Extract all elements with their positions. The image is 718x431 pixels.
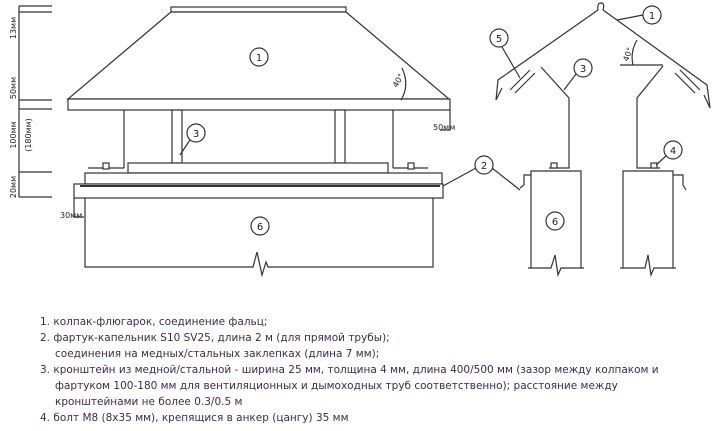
front-elevation: 50мм 30мм 40° 1 3 6 2 [60,6,521,278]
svg-text:1: 1 [649,11,655,22]
callout-1 [249,47,269,67]
dim-top: 13мм [9,17,18,39]
dimension-chain: 13мм 50мм 100мм (180мм) 20мм [9,5,52,198]
svg-text:3: 3 [193,129,199,140]
note-3: 3. кронштейн из медной/стальной - ширина… [40,364,659,376]
callout-1-section [642,5,662,25]
technical-drawing: 13мм 50мм 100мм (180мм) 20мм 50мм 30мм 4… [9,2,711,278]
callout-3 [186,123,206,143]
svg-text:6: 6 [257,222,263,233]
dim-collar: 20мм [9,176,18,198]
svg-text:6: 6 [552,217,558,228]
notes-list: 1. колпак-флюгарок, соединение фальц; 2.… [40,314,659,426]
dim-gap-alt: (180мм) [24,118,33,152]
callout-4 [663,140,683,160]
callout-6-section [545,211,565,231]
svg-text:4: 4 [670,146,676,157]
svg-text:1: 1 [256,53,262,64]
dim-overhang: 50мм [433,123,455,132]
note-3-cont: кронштейнами не более 0.3/0.5 м [55,396,243,408]
svg-text:2: 2 [481,161,487,172]
dim-drip: 30мм [60,211,82,220]
callout-3-section [573,58,593,78]
section-view: 40° 1 5 3 4 6 [489,2,711,278]
note-1: 1. колпак-флюгарок, соединение фальц; [40,316,268,328]
note-2: 2. фартук-капельник S10 SV25, длина 2 м … [40,332,390,344]
note-3-cont: фартуком 100-180 мм для вентиляционных и… [55,380,618,392]
svg-text:5: 5 [496,34,502,45]
svg-text:3: 3 [580,64,586,75]
callout-6 [250,216,270,236]
dim-gap: 100мм [9,121,18,148]
callout-5 [489,28,509,48]
note-4: 4. болт М8 (8х35 мм), крепящися в анкер … [40,412,349,424]
dim-cap: 50мм [9,77,18,99]
note-2-cont: соединения на медных/стальных заклепках … [55,348,380,360]
callout-2 [474,155,494,175]
